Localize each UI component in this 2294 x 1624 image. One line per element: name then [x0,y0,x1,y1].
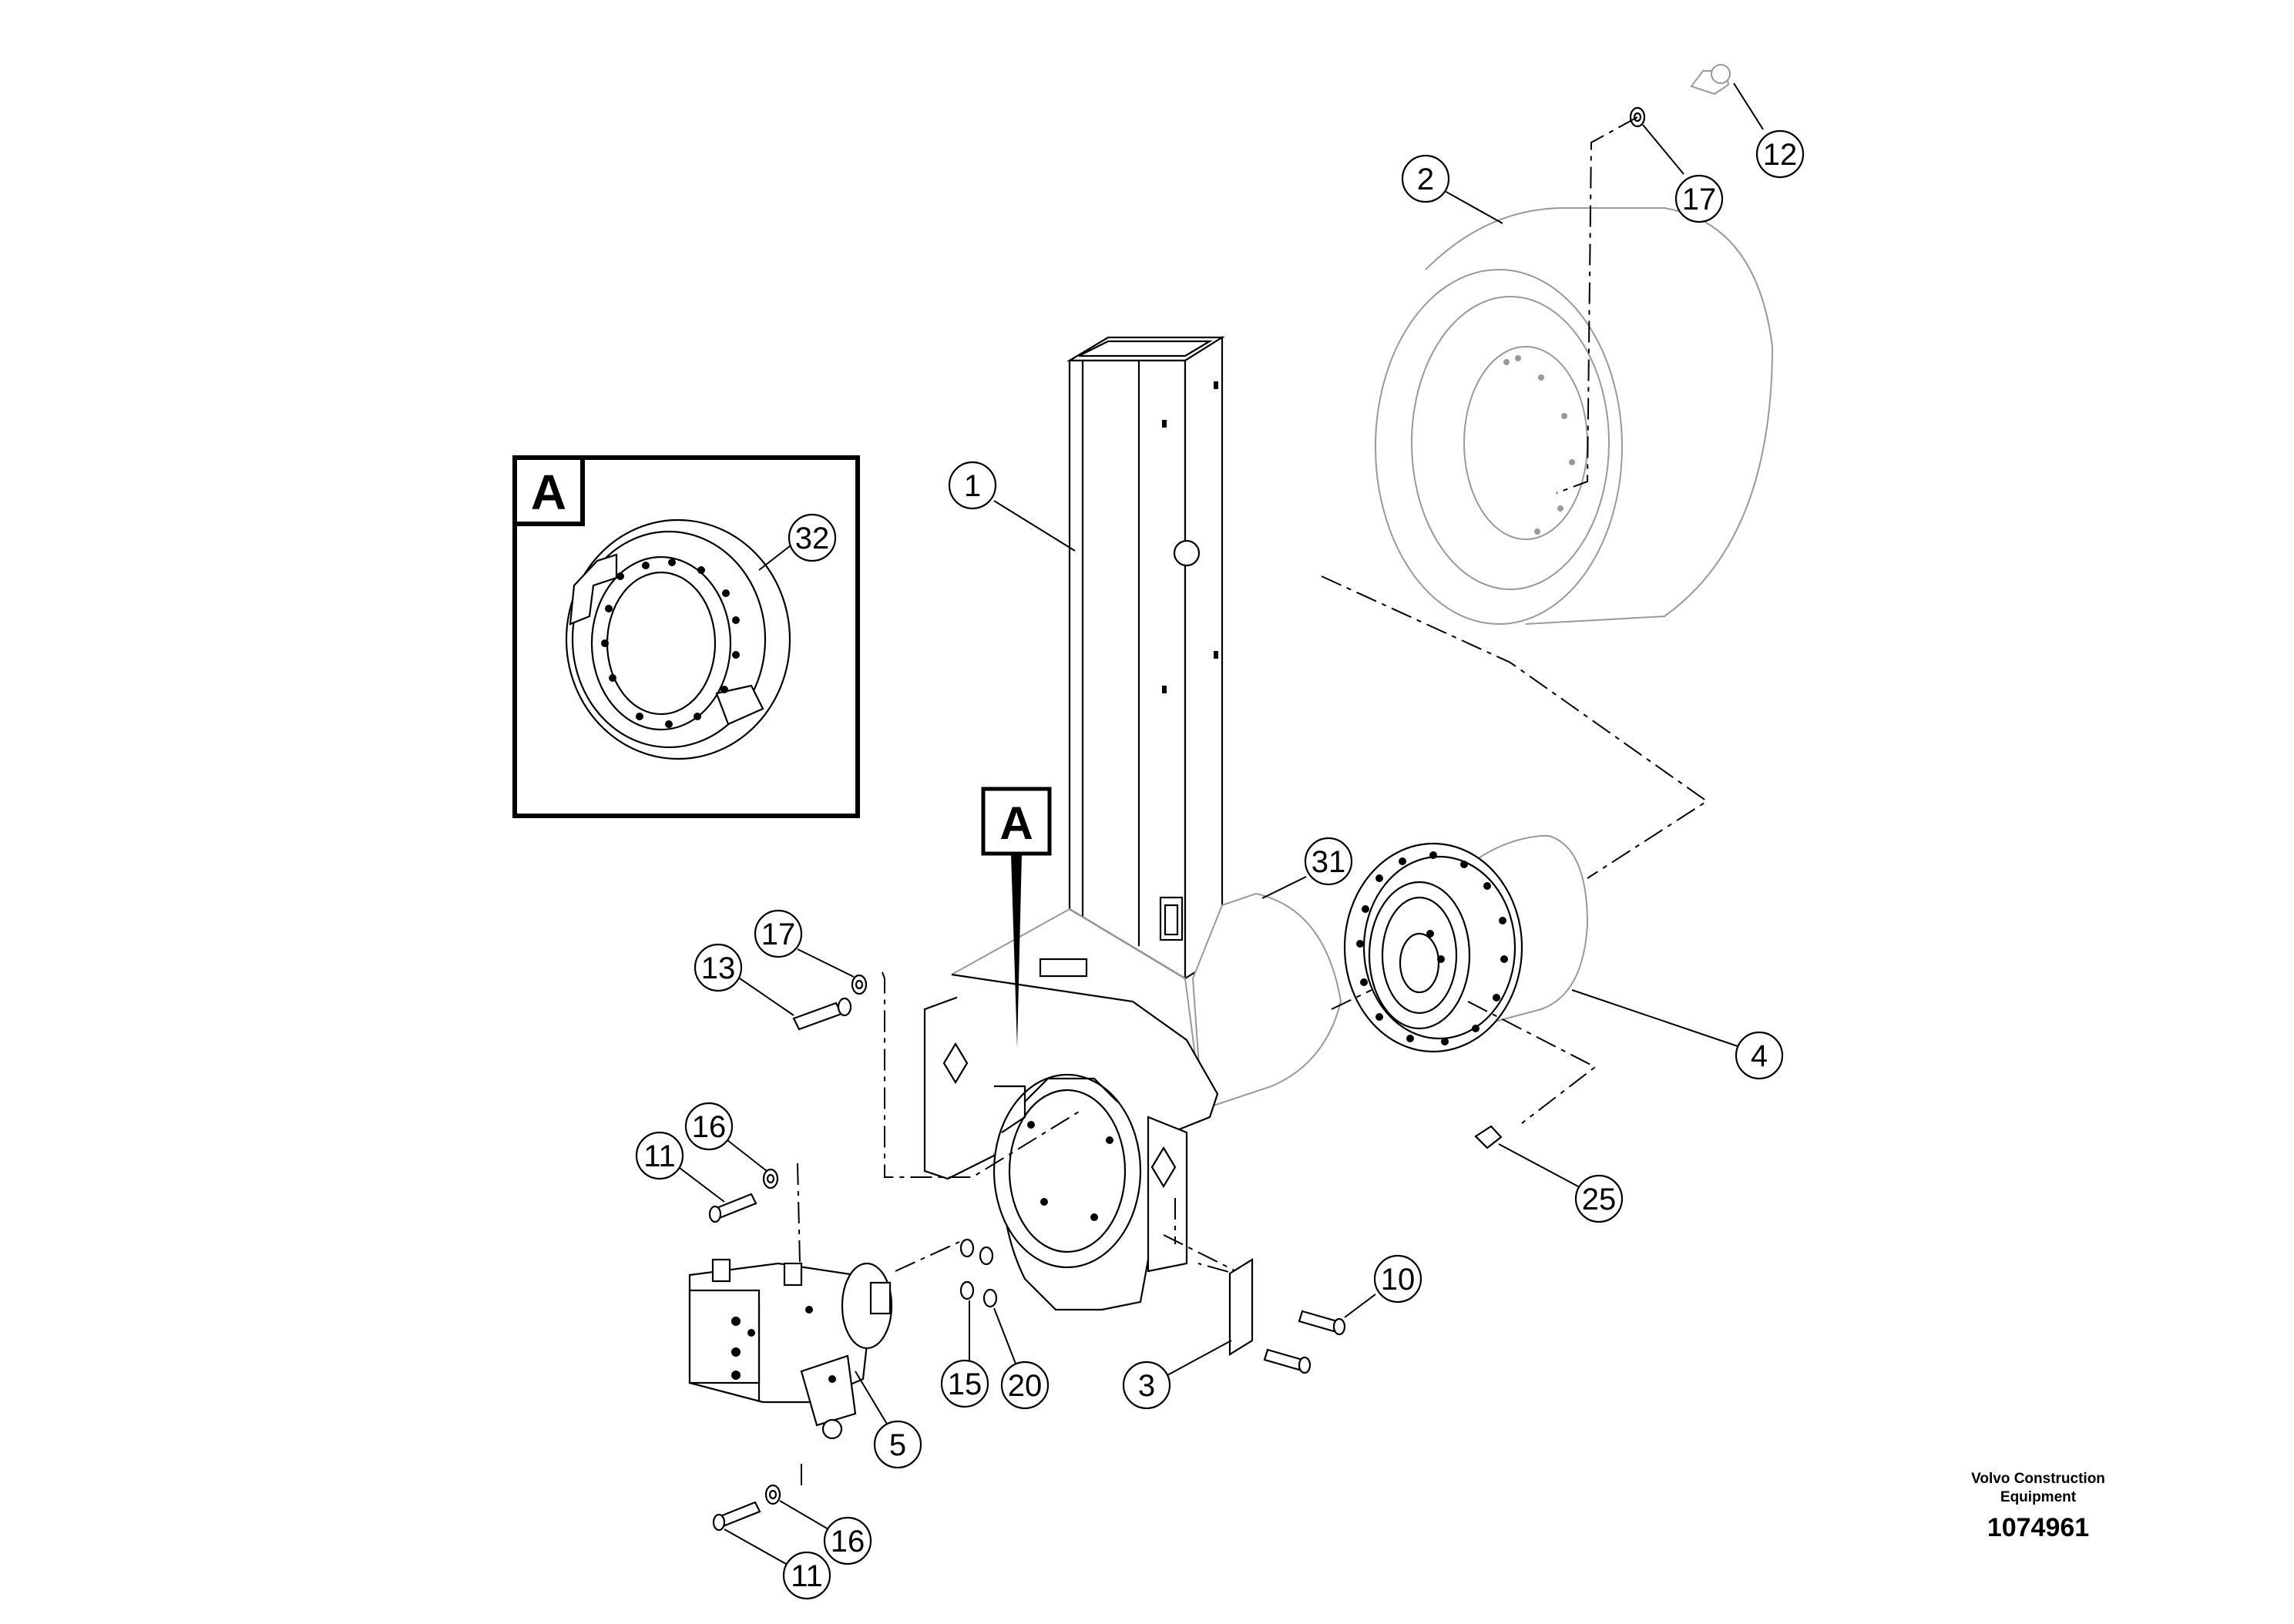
washers-part-20 [979,1246,998,1308]
callout-25: 25 [1582,1183,1617,1216]
mast-part-1 [1066,336,1225,980]
callout-12: 12 [1763,138,1798,172]
callout-16-top: 16 [692,1110,727,1144]
callout-5: 5 [889,1428,906,1462]
washer-part-17-left [851,974,868,995]
callout-4: 4 [1751,1039,1768,1073]
callout-17-top: 17 [1682,183,1717,216]
callout-13: 13 [701,951,736,985]
brand-block: Volvo Construction Equipment 1074961 [1938,1470,2138,1543]
bolt-part-11-bottom [712,1501,761,1532]
detail-label-box [512,455,585,526]
callout-10: 10 [1381,1263,1416,1297]
section-a-pointer: A [981,787,1052,1048]
callout-3: 3 [1138,1369,1155,1403]
washers-part-15 [959,1238,975,1300]
washer-part-16-bottom [764,1484,781,1505]
callout-11-bottom: 11 [791,1559,823,1593]
bolt-part-13 [792,997,852,1031]
callout-20: 20 [1008,1369,1043,1403]
detail-label-text: A [531,465,566,520]
detail-view-a: A 32 [512,455,860,818]
brand-line-1: Volvo Construction [1971,1471,2105,1487]
plate-part-3 [1228,1258,1254,1356]
callout-1: 1 [964,469,981,503]
axle-housing-part-31 [951,892,1342,1111]
callout-31: 31 [1312,845,1346,879]
document-number: 1074961 [1987,1513,2090,1542]
assembly-lines [797,116,1708,1491]
tire-part-2 [1375,207,1774,625]
bolts-part-10 [1263,1310,1346,1374]
callout-17-left: 17 [761,918,796,951]
callout-11-top: 11 [643,1139,676,1173]
washer-part-16-top [762,1168,779,1189]
hub-ring-part-32 [565,518,791,760]
brand-line-2: Equipment [2000,1489,2077,1505]
callout-16-bottom: 16 [831,1525,865,1559]
callout-2: 2 [1417,163,1434,196]
bolt-part-12 [1690,64,1731,96]
bolt-part-11-top [708,1193,757,1223]
fork-carrier [923,958,1219,1311]
plug-part-25 [1474,1125,1503,1149]
final-drive-part-4 [1343,835,1589,1053]
section-a-label: A [999,797,1033,849]
callout-15: 15 [948,1367,982,1401]
callout-32: 32 [795,522,830,555]
hydraulic-motor-part-5 [688,1258,893,1440]
